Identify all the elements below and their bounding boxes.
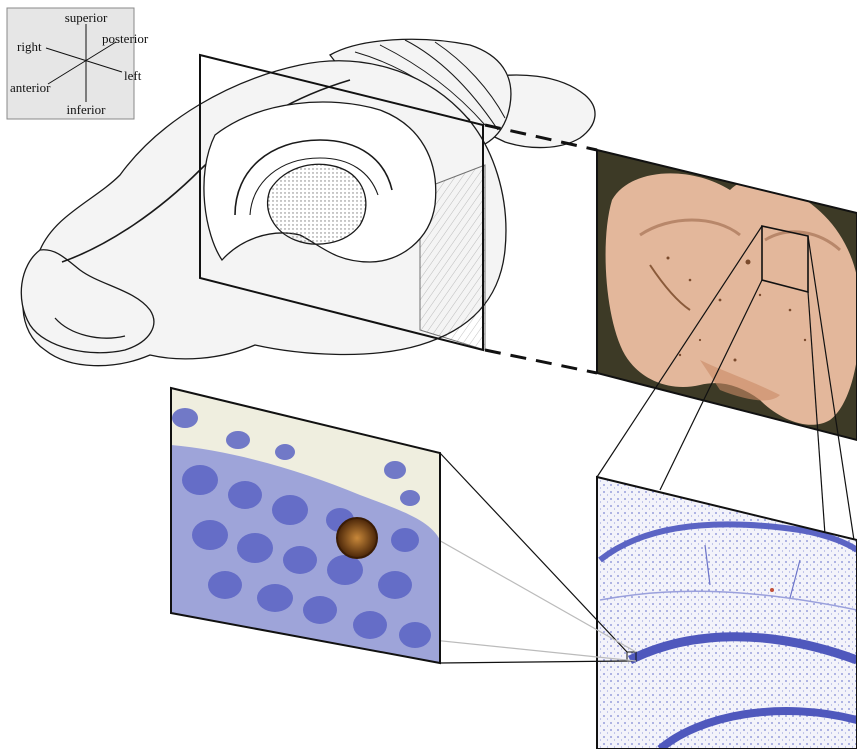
label-posterior: posterior xyxy=(102,31,149,46)
hippocampus xyxy=(268,164,366,244)
label-anterior: anterior xyxy=(10,80,51,95)
label-right: right xyxy=(17,39,42,54)
label-left: left xyxy=(124,68,142,83)
hippocampus-panel-texture xyxy=(597,477,857,749)
coronal-section-panel xyxy=(597,150,857,440)
red-cell-marker xyxy=(770,588,774,592)
orientation-key: superior inferior right left anterior po… xyxy=(7,8,149,119)
micrograph-panel xyxy=(171,388,440,663)
hippocampus-nissl-panel xyxy=(597,477,857,749)
label-inferior: inferior xyxy=(67,102,107,117)
label-superior: superior xyxy=(65,10,108,25)
